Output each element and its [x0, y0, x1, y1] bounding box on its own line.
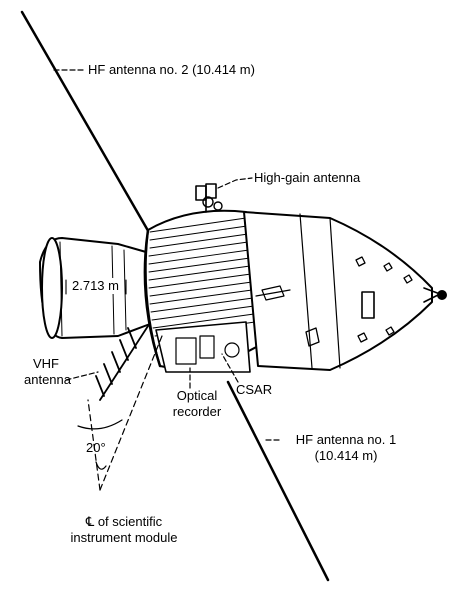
- hf-antenna-2-boom: [20, 10, 160, 250]
- angle-arc-2: [95, 461, 107, 470]
- centerline-label-line2: instrument module: [70, 530, 178, 545]
- vhf-antenna-label: VHF antenna: [24, 356, 71, 388]
- leader-vhf: [65, 371, 99, 381]
- hf-antenna-1-label-line1: HF antenna no. 1: [295, 432, 397, 447]
- instrument-bay: [155, 321, 251, 373]
- angle-arc: [77, 419, 123, 430]
- command-module: [243, 211, 447, 371]
- centerline-construction: [87, 335, 163, 491]
- optical-recorder-label-line1: Optical: [176, 388, 218, 403]
- centerline-label-line1: ℄ of scientific: [85, 514, 163, 529]
- hf-antenna-1-boom: [226, 380, 330, 582]
- hf-antenna-1-label-line2: (10.414 m): [314, 448, 378, 463]
- optical-recorder-label: Optical recorder: [168, 388, 226, 420]
- csar-label: CSAR: [236, 382, 273, 397]
- dimension-marker: [65, 279, 127, 295]
- hf-antenna-2-label: HF antenna no. 2 (10.414 m): [88, 62, 255, 77]
- vhf-antenna: [95, 325, 149, 401]
- optical-recorder-label-line2: recorder: [172, 404, 222, 419]
- service-module: [143, 209, 259, 373]
- hf-antenna-1-label: HF antenna no. 1 (10.414 m): [284, 432, 408, 464]
- vhf-antenna-label-line2: antenna: [24, 372, 71, 387]
- angle-label: 20°: [86, 440, 106, 455]
- vhf-antenna-label-line1: VHF: [33, 356, 59, 371]
- centerline-label: ℄ of scientific instrument module: [58, 514, 190, 546]
- leader-high-gain: [217, 177, 253, 189]
- high-gain-antenna: [195, 183, 223, 213]
- docking-probe: [423, 287, 447, 303]
- dimension-label: 2.713 m: [70, 278, 121, 294]
- high-gain-antenna-label: High-gain antenna: [254, 170, 361, 185]
- leader-csar: [221, 353, 239, 383]
